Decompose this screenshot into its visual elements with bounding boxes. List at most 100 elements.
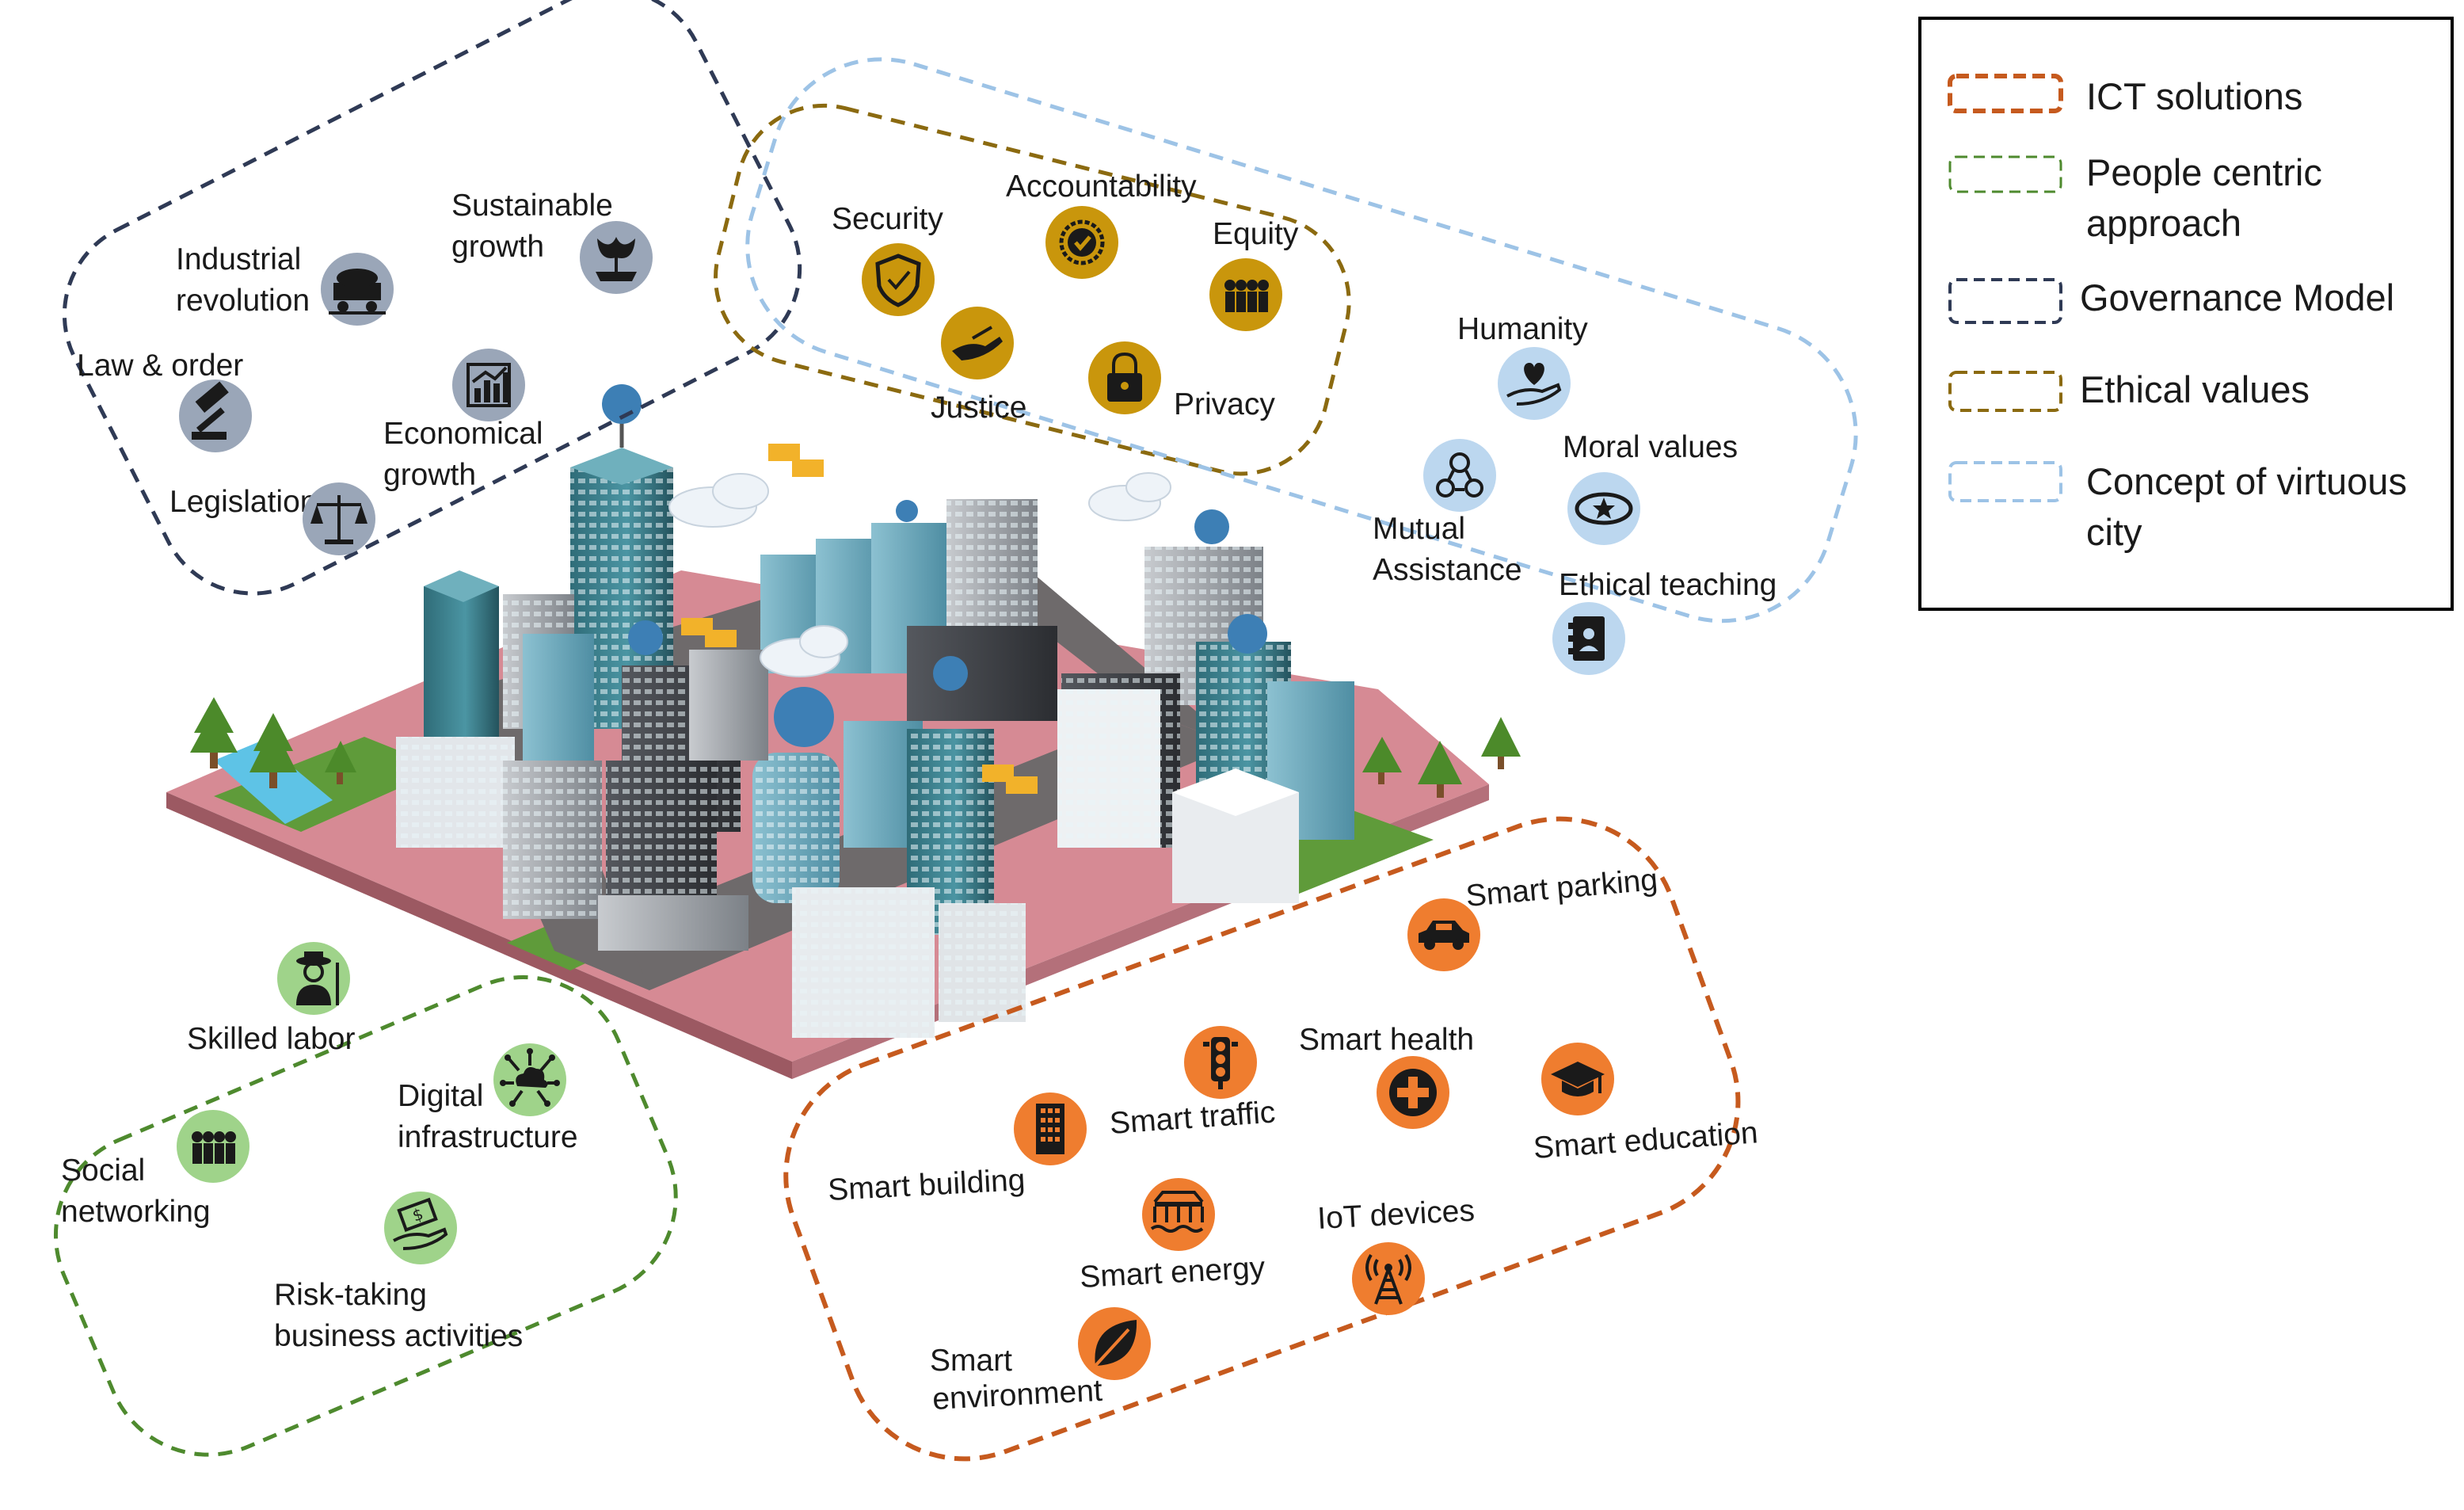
digital-infrastructure-label-2: infrastructure bbox=[398, 1120, 578, 1154]
skilled-labor-label: Skilled labor bbox=[187, 1022, 355, 1056]
governance-boundary bbox=[62, 0, 802, 596]
solar-bridge-icon bbox=[1142, 1178, 1215, 1251]
money-hand-icon: $ bbox=[384, 1192, 457, 1264]
digital-infrastructure-item: Digital infrastructure bbox=[398, 1043, 578, 1154]
ict-group: Smart parking Smart health Smart traffic bbox=[827, 863, 1759, 1417]
smart-health-label: Smart health bbox=[1299, 1023, 1474, 1057]
sustainable-growth-item: Sustainable growth bbox=[451, 189, 653, 294]
security-item: Security bbox=[832, 202, 943, 316]
star-orbit-icon bbox=[1567, 472, 1640, 545]
farmer-icon bbox=[277, 942, 350, 1015]
bar-chart-icon bbox=[452, 349, 525, 421]
governance-group: Industrial revolution Sustainable growth… bbox=[77, 189, 653, 555]
social-networking-label-2: networking bbox=[61, 1195, 211, 1229]
building-icon bbox=[1014, 1092, 1087, 1165]
economical-growth-item: Economical growth bbox=[383, 349, 543, 492]
people-group-icon bbox=[177, 1110, 249, 1183]
mine-cart-icon bbox=[321, 253, 394, 326]
smart-building-item: Smart building bbox=[827, 1092, 1087, 1207]
legend-swatch-governance bbox=[1948, 278, 2062, 324]
padlock-icon bbox=[1088, 341, 1161, 414]
security-label: Security bbox=[832, 202, 943, 236]
smart-environment-label: Smart bbox=[930, 1344, 1012, 1378]
traffic-light-icon bbox=[1184, 1026, 1257, 1099]
leaf-icon bbox=[1078, 1307, 1151, 1380]
legend-swatch-ethical bbox=[1948, 371, 2062, 412]
smart-energy-label: Smart energy bbox=[1079, 1251, 1266, 1295]
city-clouds bbox=[668, 472, 1171, 677]
badge-check-icon bbox=[1045, 206, 1118, 279]
industrial-revolution-label: Industrial bbox=[176, 242, 301, 276]
legend-label-ethical: Ethical values bbox=[2080, 368, 2310, 410]
smart-environment-label-2: environment bbox=[931, 1374, 1103, 1417]
people-group-icon bbox=[1209, 258, 1282, 331]
legend-item-ict: ICT solutions bbox=[1948, 74, 2302, 117]
risk-taking-label: Risk-taking bbox=[274, 1278, 427, 1312]
smart-energy-item: Smart energy bbox=[1079, 1178, 1266, 1295]
legend-item-virtuous: Concept of virtuous city bbox=[1948, 460, 2407, 553]
network-people-icon bbox=[1423, 439, 1496, 512]
digital-infrastructure-label: Digital bbox=[398, 1079, 483, 1113]
equity-item: Equity bbox=[1209, 217, 1299, 331]
ict-boundary bbox=[783, 816, 1741, 1462]
mutual-assistance-label-2: Assistance bbox=[1373, 553, 1522, 587]
legend-label-governance: Governance Model bbox=[2080, 276, 2394, 318]
industrial-revolution-label-2: revolution bbox=[176, 284, 310, 318]
legend-label-people: People centric bbox=[2086, 151, 2322, 193]
social-networking-item: Social networking bbox=[61, 1110, 249, 1229]
legend-label-virtuous-2: city bbox=[2086, 511, 2142, 553]
smart-health-item: Smart health bbox=[1299, 1023, 1474, 1129]
legend-swatch-virtuous bbox=[1948, 461, 2062, 502]
humanity-label: Humanity bbox=[1457, 312, 1588, 346]
risk-taking-label-2: business activities bbox=[274, 1319, 523, 1353]
smart-environment-item: Smart environment bbox=[930, 1307, 1151, 1417]
car-icon bbox=[1407, 898, 1480, 971]
smart-education-item: Smart education bbox=[1533, 1043, 1759, 1165]
economical-growth-label: Economical bbox=[383, 417, 543, 451]
people-boundary bbox=[53, 975, 678, 1457]
medical-cross-icon bbox=[1377, 1056, 1449, 1129]
smart-traffic-label: Smart traffic bbox=[1109, 1095, 1277, 1141]
skilled-labor-item: Skilled labor bbox=[187, 942, 355, 1056]
legend-label-people-2: approach bbox=[2086, 202, 2241, 244]
hand-give-icon bbox=[941, 307, 1014, 379]
sustainable-growth-label: Sustainable bbox=[451, 189, 613, 223]
legend-item-ethical: Ethical values bbox=[1948, 368, 2310, 412]
mutual-assistance-label: Mutual bbox=[1373, 512, 1465, 546]
hand-heart-icon bbox=[1498, 347, 1571, 420]
gavel-icon bbox=[179, 379, 252, 452]
iot-devices-item: IoT devices bbox=[1316, 1194, 1476, 1315]
legend-box bbox=[1918, 17, 2454, 611]
ethical-group: Security Accountability Equity bbox=[832, 170, 1299, 425]
privacy-label: Privacy bbox=[1174, 387, 1275, 421]
ethical-boundary bbox=[714, 103, 1351, 476]
privacy-item: Privacy bbox=[1088, 341, 1275, 421]
law-order-item: Law & order bbox=[77, 349, 252, 452]
smart-parking-label: Smart parking bbox=[1464, 863, 1659, 913]
smart-parking-item: Smart parking bbox=[1407, 863, 1659, 971]
legend: ICT solutions People centric approach Go… bbox=[1918, 17, 2454, 611]
cloud-network-icon bbox=[493, 1043, 566, 1116]
ethical-teaching-item: Ethical teaching bbox=[1552, 568, 1777, 675]
city-cubes bbox=[681, 444, 1038, 794]
smart-building-label: Smart building bbox=[827, 1163, 1026, 1207]
moral-values-item: Moral values bbox=[1563, 430, 1738, 545]
city-trees bbox=[190, 697, 1521, 798]
legend-label-ict: ICT solutions bbox=[2086, 75, 2302, 117]
accountability-label: Accountability bbox=[1006, 170, 1197, 204]
equity-label: Equity bbox=[1213, 217, 1299, 251]
shield-check-icon bbox=[862, 243, 935, 316]
sustainable-growth-label-2: growth bbox=[451, 230, 544, 264]
city-buildings bbox=[396, 420, 1354, 1038]
accountability-item: Accountability bbox=[1006, 170, 1197, 279]
moral-values-label: Moral values bbox=[1563, 430, 1738, 464]
economical-growth-label-2: growth bbox=[383, 458, 476, 492]
risk-taking-item: Risk-taking business activities $ bbox=[274, 1192, 523, 1353]
ethical-teaching-label: Ethical teaching bbox=[1559, 568, 1777, 602]
people-group: Skilled labor Digital infrastructure bbox=[61, 942, 578, 1353]
antenna-tower-icon bbox=[1352, 1242, 1425, 1315]
legislation-item: Legislation bbox=[169, 482, 375, 555]
humanity-item: Humanity bbox=[1457, 312, 1588, 420]
graduation-cap-icon bbox=[1541, 1043, 1614, 1115]
